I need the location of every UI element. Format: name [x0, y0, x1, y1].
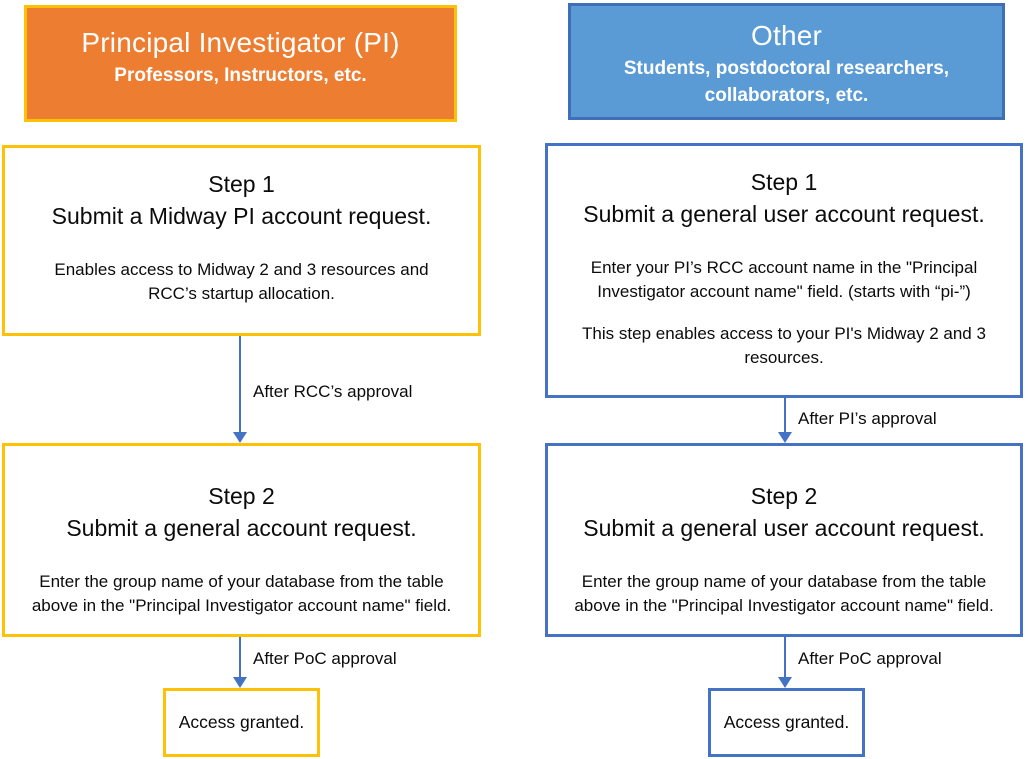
other-header-title: Other: [750, 20, 823, 51]
other-step2-title: Step 2 Submit a general user account req…: [574, 480, 994, 544]
other-arrow2-head: [778, 677, 792, 688]
pi-arrow1-head: [233, 432, 247, 443]
pi-arrow1-line: [239, 336, 241, 432]
other-step1-title: Step 1 Submit a general user account req…: [574, 166, 994, 230]
other-result-box: Access granted.: [708, 688, 865, 757]
other-step1-body-p2: This step enables access to your PI's Mi…: [582, 324, 986, 367]
pi-step1-title-line1: Step 1: [208, 171, 275, 197]
pi-result-box: Access granted.: [163, 688, 320, 757]
other-step2-box: Step 2 Submit a general user account req…: [545, 443, 1023, 637]
pi-step2-title: Step 2 Submit a general account request.: [31, 480, 452, 544]
other-arrow1-line: [784, 398, 786, 432]
pi-step2-body: Enter the group name of your database fr…: [31, 572, 452, 615]
pi-arrow2-label: After PoC approval: [253, 649, 397, 668]
other-step1-title-line2: Submit a general user account request.: [583, 201, 985, 227]
pi-header-subtitle: Professors, Instructors, etc.: [114, 65, 367, 86]
other-step2-body: Enter the group name of your database fr…: [574, 572, 994, 615]
pi-step1-title-line2: Submit a Midway PI account request.: [51, 203, 432, 229]
other-step1-title-line1: Step 1: [750, 169, 818, 195]
pi-result-text: Access granted.: [178, 712, 305, 732]
other-step1-box: Step 1 Submit a general user account req…: [545, 143, 1023, 398]
pi-arrow2-head: [233, 677, 247, 688]
other-result-text: Access granted.: [723, 712, 850, 732]
other-step2-title-line1: Step 2: [750, 483, 818, 509]
pi-step2-title-line1: Step 2: [208, 483, 275, 509]
other-step1-body-p1: Enter your PI’s RCC account name in the …: [590, 258, 978, 301]
pi-header-box: Principal Investigator (PI) Professors, …: [24, 5, 457, 122]
other-step2-title-line2: Submit a general user account request.: [583, 515, 985, 541]
pi-step1-box: Step 1 Submit a Midway PI account reques…: [2, 145, 481, 336]
other-arrow1-head: [778, 432, 792, 443]
pi-step2-title-line2: Submit a general account request.: [66, 515, 417, 541]
pi-step2-box: Step 2 Submit a general account request.…: [2, 443, 481, 637]
other-arrow1-label: After PI’s approval: [798, 409, 937, 428]
pi-step1-title: Step 1 Submit a Midway PI account reques…: [31, 168, 452, 232]
pi-arrow2-line: [239, 637, 241, 677]
pi-arrow1-label: After RCC’s approval: [253, 382, 413, 401]
pi-header-title: Principal Investigator (PI): [81, 27, 400, 58]
other-arrow2-line: [784, 637, 786, 677]
other-header-subtitle: Students, postdoctoral researchers, coll…: [623, 58, 950, 106]
other-arrow2-label: After PoC approval: [798, 649, 942, 668]
other-header-box: Other Students, postdoctoral researchers…: [568, 3, 1005, 120]
pi-step1-body: Enables access to Midway 2 and 3 resourc…: [54, 260, 429, 303]
